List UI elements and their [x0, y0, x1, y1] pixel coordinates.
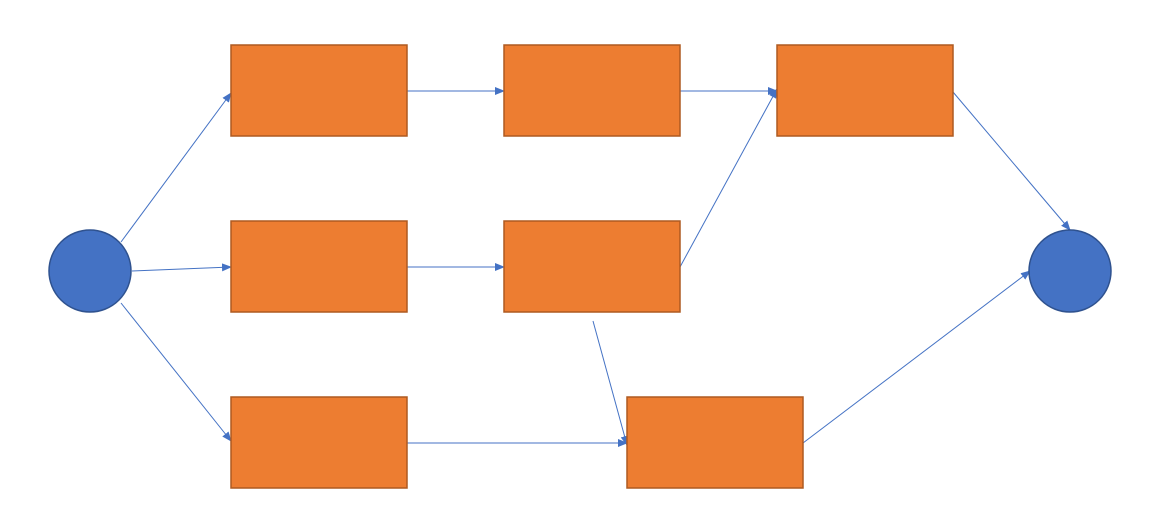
start-node-circle	[48, 229, 132, 313]
task-node-t1	[230, 44, 408, 137]
end-node-circle	[1028, 229, 1112, 313]
task-node-m1	[230, 220, 408, 313]
task-node-m2	[503, 220, 681, 313]
edge-start-to-b1	[120, 302, 232, 442]
edges	[120, 87, 1071, 447]
edge-m2-to-b2	[592, 320, 629, 446]
task-node-b1	[230, 396, 408, 489]
edge-m2-to-t3	[679, 88, 778, 268]
task-node-t3	[776, 44, 954, 137]
edge-b2-to-end	[802, 270, 1031, 444]
task-node-b2	[626, 396, 804, 489]
edge-start-to-m1	[131, 263, 232, 272]
edge-start-to-t1	[120, 92, 232, 243]
edge-t3-to-end	[952, 91, 1071, 231]
task-node-t2	[503, 44, 681, 137]
nodes	[48, 44, 1112, 489]
